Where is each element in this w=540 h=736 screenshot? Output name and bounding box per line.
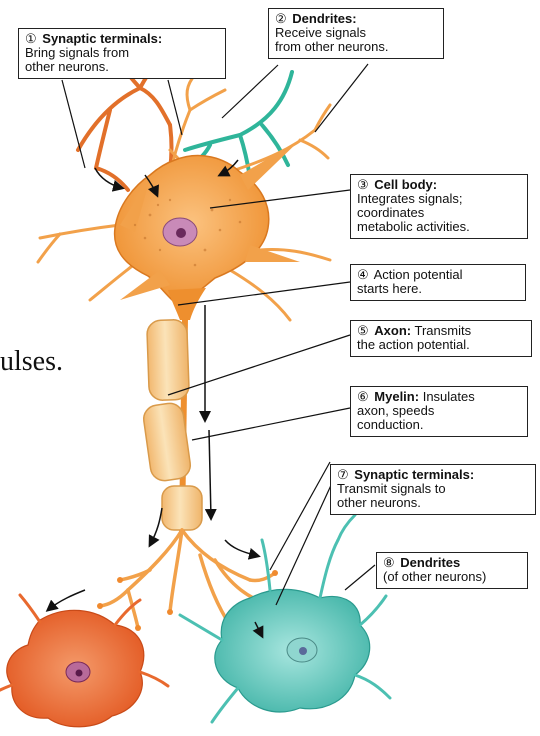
- label-number: ⑥: [357, 389, 369, 404]
- label-text: Receive signals: [275, 26, 437, 40]
- myelin-segment: [147, 319, 190, 400]
- label-title: Synaptic terminals:: [42, 31, 162, 46]
- label-text: conduction.: [357, 418, 521, 432]
- cell-body-spur: [245, 245, 300, 262]
- label-title: Myelin:: [374, 389, 419, 404]
- label-text: starts here.: [357, 282, 519, 296]
- label-text: Transmit signals to: [337, 482, 529, 496]
- label-number: ④: [357, 267, 369, 282]
- label-number: ①: [25, 31, 37, 46]
- label-text: coordinates: [357, 206, 521, 220]
- label-text: Insulates: [423, 389, 475, 404]
- label-number: ⑦: [337, 467, 349, 482]
- label-dendrites-other: ⑧ Dendrites (of other neurons): [376, 552, 528, 589]
- label-title: Synaptic terminals:: [354, 467, 474, 482]
- label-number: ②: [275, 11, 287, 26]
- label-text: other neurons.: [337, 496, 529, 510]
- label-title: Dendrites:: [292, 11, 356, 26]
- label-text: other neurons.: [25, 60, 219, 74]
- nucleolus: [176, 228, 186, 238]
- label-number: ⑤: [357, 323, 369, 338]
- label-text: axon, speeds: [357, 404, 521, 418]
- label-text: metabolic activities.: [357, 220, 521, 234]
- label-title: Dendrites: [400, 555, 460, 570]
- label-synaptic-terminals-in: ① Synaptic terminals: Bring signals from…: [18, 28, 226, 79]
- label-axon: ⑤ Axon: Transmits the action potential.: [350, 320, 532, 357]
- label-cell-body: ③ Cell body: Integrates signals; coordin…: [350, 174, 528, 239]
- myelin-segment: [162, 486, 202, 530]
- label-text: Action potential: [374, 267, 463, 282]
- label-text: Integrates signals;: [357, 192, 521, 206]
- label-dendrites: ② Dendrites: Receive signals from other …: [268, 8, 444, 59]
- label-text: Bring signals from: [25, 46, 219, 60]
- label-synaptic-terminals-out: ⑦ Synaptic terminals: Transmit signals t…: [330, 464, 536, 515]
- label-text: Transmits: [415, 323, 472, 338]
- label-text: (of other neurons): [383, 570, 521, 584]
- teal-nucleolus: [299, 647, 307, 655]
- label-title: Cell body:: [374, 177, 437, 192]
- label-myelin: ⑥ Myelin: Insulates axon, speeds conduct…: [350, 386, 528, 437]
- background-text-fragment: ulses.: [0, 346, 63, 378]
- leader-lines: [62, 64, 375, 605]
- label-number: ⑧: [383, 555, 395, 570]
- label-action-potential: ④ Action potential starts here.: [350, 264, 526, 301]
- label-text: from other neurons.: [275, 40, 437, 54]
- label-number: ③: [357, 177, 369, 192]
- label-text: the action potential.: [357, 338, 525, 352]
- red-nucleolus: [76, 670, 83, 677]
- label-title: Axon:: [374, 323, 411, 338]
